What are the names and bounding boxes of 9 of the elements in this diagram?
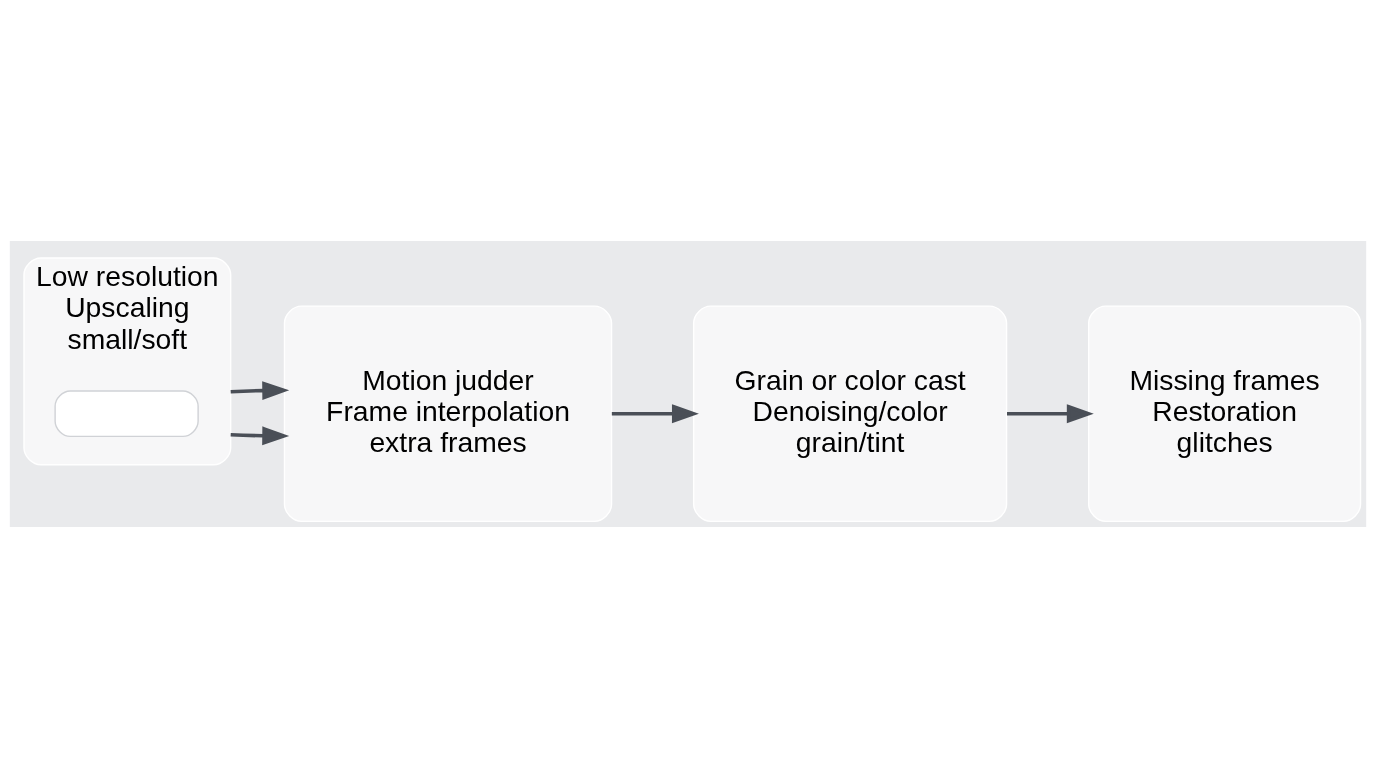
node-box xyxy=(54,390,199,438)
node-box: Grain or color cast Denoising/color grain/tint xyxy=(692,305,1008,523)
node-box: Missing frames Restoration glitches xyxy=(1087,305,1362,523)
cluster: Low resolution Upscaling small/soft xyxy=(23,257,232,466)
arrow xyxy=(230,426,290,446)
arrow xyxy=(611,404,699,424)
arrow xyxy=(230,381,290,401)
node-box: Motion judder Frame interpolation extra frames xyxy=(283,305,613,523)
arrow xyxy=(1007,404,1094,424)
